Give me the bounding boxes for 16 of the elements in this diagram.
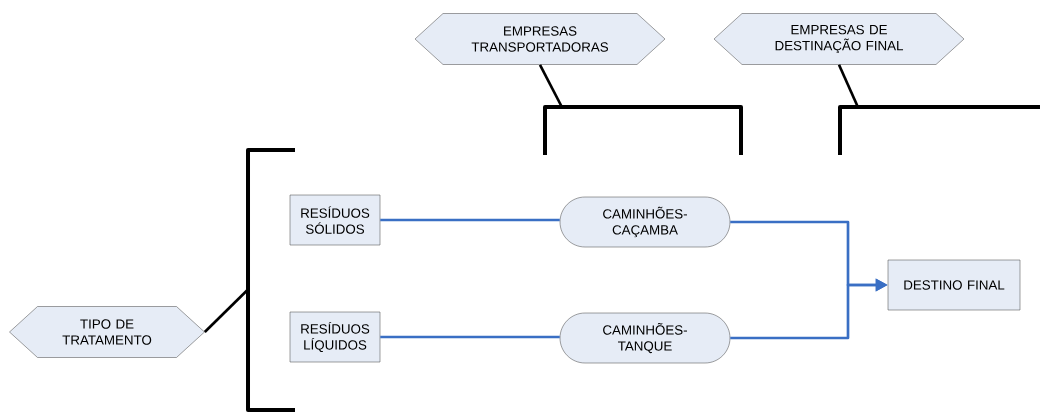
connector-line	[380, 218, 560, 222]
leader-line	[837, 64, 859, 108]
leader-line	[203, 288, 249, 333]
leader-line	[538, 64, 563, 108]
callout-hexagon: TIPO DE TRATAMENTO	[9, 306, 205, 358]
process-box: RESÍDUOS SÓLIDOS	[289, 194, 381, 246]
vehicle-capsule: CAMINHÕES-CAÇAMBA	[559, 196, 731, 248]
bracket	[246, 148, 295, 412]
vehicle-capsule: CAMINHÕES-TANQUE	[559, 312, 731, 364]
connector-line	[380, 335, 560, 339]
callout-hexagon: EMPRESAS DE DESTINAÇÃO FINAL	[713, 13, 965, 65]
callout-hexagon: EMPRESAS TRANSPORTADORAS	[414, 13, 666, 65]
process-box: DESTINO FINAL	[887, 259, 1021, 311]
bracket	[543, 105, 743, 155]
process-box: RESÍDUOS LÍQUIDOS	[289, 311, 381, 363]
bracket	[838, 105, 1040, 155]
